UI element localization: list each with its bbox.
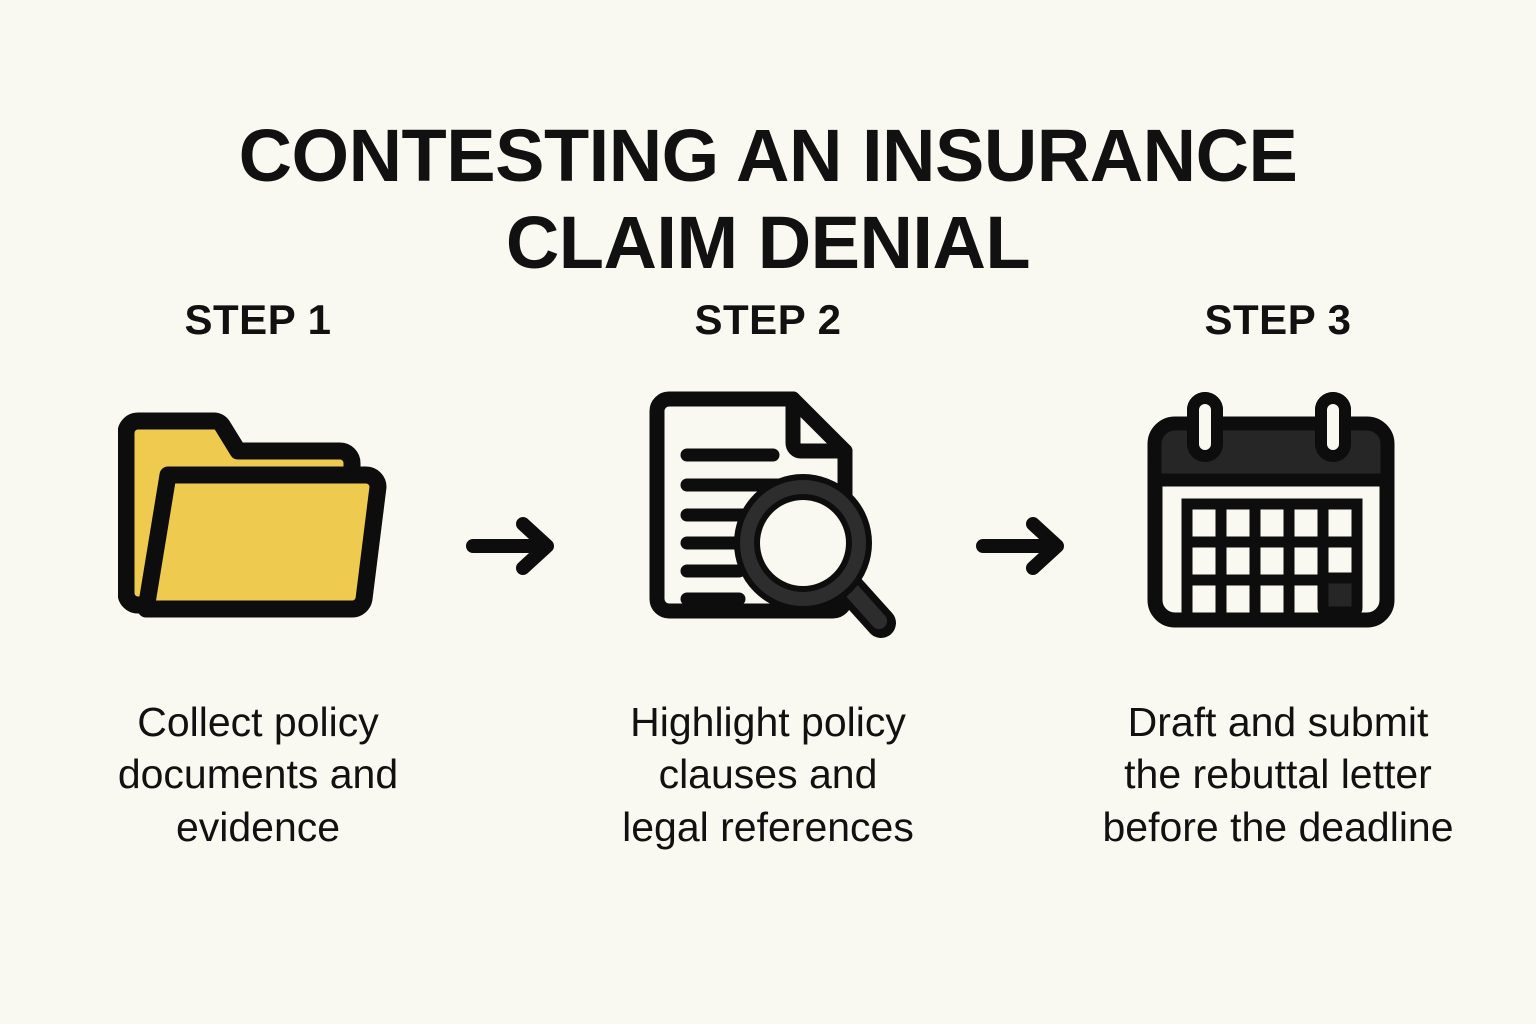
step-icon-1-wrapper	[113, 392, 403, 642]
folder-icon	[118, 412, 387, 618]
step-icon-2-wrapper	[623, 391, 913, 642]
calendar-icon	[1147, 392, 1394, 628]
calendar-ring-left-front	[1186, 392, 1223, 462]
magnifier-lens-ring	[740, 480, 866, 606]
steps-row: STEP 1 Collect policy documents and evid…	[0, 296, 1536, 896]
step-caption-2: Highlight policy clauses and legal refer…	[622, 699, 914, 850]
calendar-marked-day	[1317, 572, 1362, 618]
connector-2	[968, 296, 1078, 578]
connector-1	[458, 296, 568, 578]
step-label-2: STEP 2	[694, 296, 842, 343]
step-icon-3-wrapper	[1133, 392, 1423, 642]
step-card-2: STEP 2	[568, 296, 968, 853]
document-search-icon	[649, 391, 896, 638]
calendar-ring-right-front	[1314, 392, 1351, 462]
step-label-1: STEP 1	[184, 296, 332, 343]
step-card-1: STEP 1 Collect policy documents and evid…	[58, 296, 458, 853]
step-caption-3: Draft and submit the rebuttal letter bef…	[1102, 699, 1454, 850]
folder-front-panel	[137, 466, 387, 618]
arrow-head	[516, 517, 554, 575]
arrow-right-icon	[976, 517, 1064, 575]
arrow-right-icon	[466, 517, 554, 575]
step-card-3: STEP 3	[1078, 296, 1478, 853]
calendar-grid	[1181, 498, 1362, 624]
step-label-3: STEP 3	[1204, 296, 1352, 343]
document-fold-corner	[785, 391, 853, 459]
arrow-head	[1026, 517, 1064, 575]
page-title: CONTESTING AN INSURANCE CLAIM DENIAL	[238, 113, 1298, 284]
step-caption-1: Collect policy documents and evidence	[117, 699, 399, 850]
